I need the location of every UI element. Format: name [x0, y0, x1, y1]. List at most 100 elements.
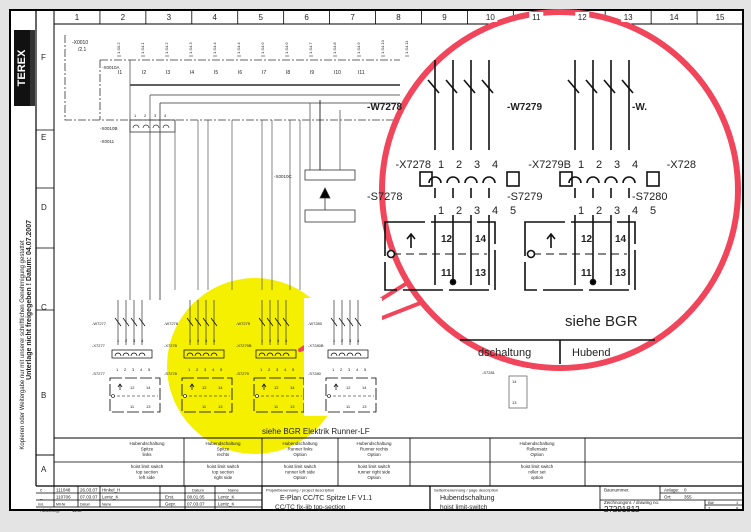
- desc-en: runner right side: [358, 470, 391, 475]
- wire-label: 1.S4.4: [212, 42, 217, 54]
- connector-socket: [354, 352, 362, 357]
- switch-pin: 1: [332, 367, 335, 372]
- connector-socket: [152, 124, 160, 129]
- pin-number: 1: [134, 113, 137, 118]
- cable-mark: [274, 317, 282, 327]
- callout-socket: [446, 176, 460, 184]
- conn-c-label: -X0010C: [274, 174, 293, 179]
- callout-actuator-node: [526, 249, 536, 259]
- wire-label: 1.S4.7: [308, 42, 313, 54]
- actuator-node: [327, 394, 331, 398]
- arrow-up-icon: [189, 383, 195, 390]
- row-label: A: [41, 465, 47, 474]
- column-label-plate: [483, 12, 498, 22]
- switch-label: -S7278: [164, 371, 178, 376]
- title-block-text: c 111048 26.03.07 Hinkel_H _ 110706 07.0…: [38, 488, 739, 515]
- callout-contact: 13: [615, 268, 627, 279]
- switch-pin: 4: [212, 367, 215, 372]
- callout-switch-pin: 4: [492, 205, 498, 217]
- wire-label: 1.S4.6: [260, 42, 265, 54]
- desc-de: links: [142, 452, 152, 457]
- rev-idx: _: [39, 495, 43, 500]
- created-date: 08.01.05: [187, 495, 205, 500]
- plant-label: Anlage:: [664, 488, 679, 493]
- desc-en: hoist limit switch: [521, 464, 554, 469]
- callout-pin: 4: [632, 159, 638, 171]
- callout-cable-label: -W.: [632, 102, 647, 113]
- callout-pin: 4: [492, 159, 498, 171]
- switch-pin: 5: [364, 367, 367, 372]
- callout-switch-pin: 3: [474, 205, 480, 217]
- wire-label: 1.S4.8: [332, 42, 337, 54]
- pin-number: 1: [189, 338, 192, 343]
- project-line2: CC/TC fix-jib top-section: [275, 504, 346, 511]
- wire-label: 1.S0.2: [116, 42, 121, 54]
- input-label: I6: [238, 70, 242, 76]
- callout-contact: 14: [475, 234, 487, 245]
- callout-footer-text: dschaltung: [478, 347, 531, 359]
- extra-switch-plate: [480, 368, 530, 410]
- cable-label: -W7277: [92, 321, 107, 326]
- pin-number: 4: [357, 338, 360, 343]
- callout-cable-mark: [567, 79, 580, 94]
- callout-cable-mark: [621, 79, 634, 94]
- desc-en: top section: [212, 470, 234, 475]
- callout-socket: [604, 176, 618, 184]
- callout-pin: 2: [596, 159, 602, 171]
- pin-number: 2: [125, 338, 128, 343]
- actuator-node: [183, 394, 187, 398]
- page-label: Seitenbenennung / page description: [434, 488, 498, 493]
- callout-junction: [449, 278, 457, 286]
- desc-en: right side: [214, 475, 233, 480]
- input-label: I3: [166, 70, 170, 76]
- callout-actuator-node: [386, 249, 396, 259]
- highlight-circle: [167, 278, 343, 454]
- callout-pin: 1: [578, 159, 584, 171]
- desc-en: option: [531, 475, 544, 480]
- contact-number: 12: [130, 385, 135, 390]
- desc-en: runner left side: [285, 470, 315, 475]
- pin-number: 4: [285, 338, 288, 343]
- callout-connector-label: -X7278: [396, 159, 431, 171]
- column-label: 4: [213, 13, 218, 22]
- callout-socket: [622, 176, 636, 184]
- callout-socket: [568, 176, 582, 184]
- callout-cable-mark: [481, 79, 494, 94]
- switch-pin: 4: [356, 367, 359, 372]
- connector-socket: [142, 124, 150, 129]
- cable-mark: [130, 317, 138, 327]
- column-label-plate: [621, 12, 636, 22]
- arrow-up-icon: [406, 232, 416, 248]
- cable-mark: [122, 317, 130, 327]
- input-label: I5: [214, 70, 218, 76]
- cable-mark: [282, 317, 290, 327]
- cable-mark: [330, 317, 338, 327]
- pin-number: 4: [141, 338, 144, 343]
- callout-cable-mark: [463, 79, 476, 94]
- callout-socket: [428, 176, 442, 184]
- row-label: B: [41, 391, 46, 400]
- drawing-label: Zeichnungsnr. / drawing no.: [604, 500, 659, 505]
- callout-cable-label: -W7278: [367, 102, 402, 113]
- sheet-value: 1: [736, 500, 739, 505]
- loc-value: 355: [684, 495, 692, 500]
- connector-socket: [132, 124, 140, 129]
- callout-contact: 11: [441, 268, 452, 279]
- callout-switch-label: -S7279: [507, 191, 542, 203]
- wire-label-plate: [403, 30, 410, 56]
- connector-socket: [338, 352, 346, 357]
- conn-d-label: -X0011: [100, 139, 115, 144]
- callout-contact: 11: [581, 268, 592, 279]
- callout-cable-mark: [585, 79, 598, 94]
- contact-number: 11: [202, 404, 207, 409]
- switch-pin: 3: [348, 367, 351, 372]
- connector-socket: [138, 352, 146, 357]
- dept-value: 1142: [72, 508, 82, 513]
- callout-connector-end: [646, 171, 660, 187]
- project-label: Projektbenennung / project description: [266, 488, 334, 493]
- switch-body: [181, 377, 233, 413]
- cable-mark: [346, 317, 354, 327]
